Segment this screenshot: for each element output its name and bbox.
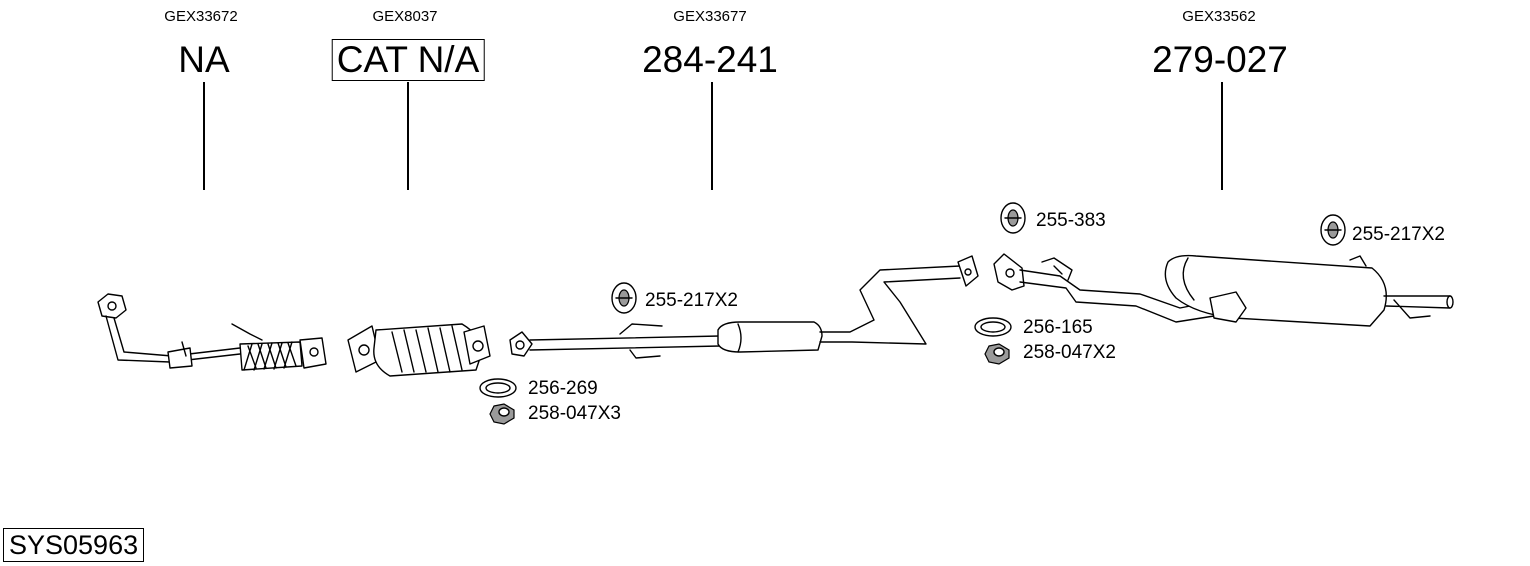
ref-code-1: GEX33672 <box>164 8 238 25</box>
nut-icon-2 <box>984 343 1010 365</box>
part-number-1: NA <box>178 39 230 80</box>
front-pipe-drawing <box>97 293 327 371</box>
leader-line-3 <box>711 82 713 190</box>
part-number-4: 279-027 <box>1152 39 1288 80</box>
gasket-label-1: 256-269 <box>528 378 598 399</box>
hanger-label-3: 255-217X2 <box>1352 224 1445 245</box>
nut-label-1: 258-047X3 <box>528 403 621 424</box>
leader-line-1 <box>203 82 205 190</box>
hanger-icon-2 <box>1000 202 1026 234</box>
ref-code-4: GEX33562 <box>1182 8 1256 25</box>
system-code: SYS05963 <box>3 528 145 562</box>
nut-label-2: 258-047X2 <box>1023 342 1116 363</box>
nut-icon-1 <box>489 403 515 425</box>
gasket-label-2: 256-165 <box>1023 317 1093 338</box>
ref-code-3: GEX33677 <box>673 8 747 25</box>
hanger-label-1: 255-217X2 <box>645 290 738 311</box>
hanger-label-2: 255-383 <box>1036 210 1106 231</box>
ref-code-2: GEX8037 <box>372 8 438 25</box>
gasket-icon-1 <box>479 378 517 398</box>
part-number-2: CAT N/A <box>331 39 485 81</box>
catalytic-converter-drawing <box>347 323 491 377</box>
rear-silencer-drawing <box>993 253 1454 327</box>
leader-line-2 <box>407 82 409 190</box>
leader-line-4 <box>1221 82 1223 190</box>
hanger-icon-1 <box>611 282 637 314</box>
part-number-3: 284-241 <box>642 39 778 80</box>
centre-pipe-drawing <box>509 255 979 359</box>
gasket-icon-2 <box>974 317 1012 337</box>
hanger-icon-3 <box>1320 214 1346 246</box>
